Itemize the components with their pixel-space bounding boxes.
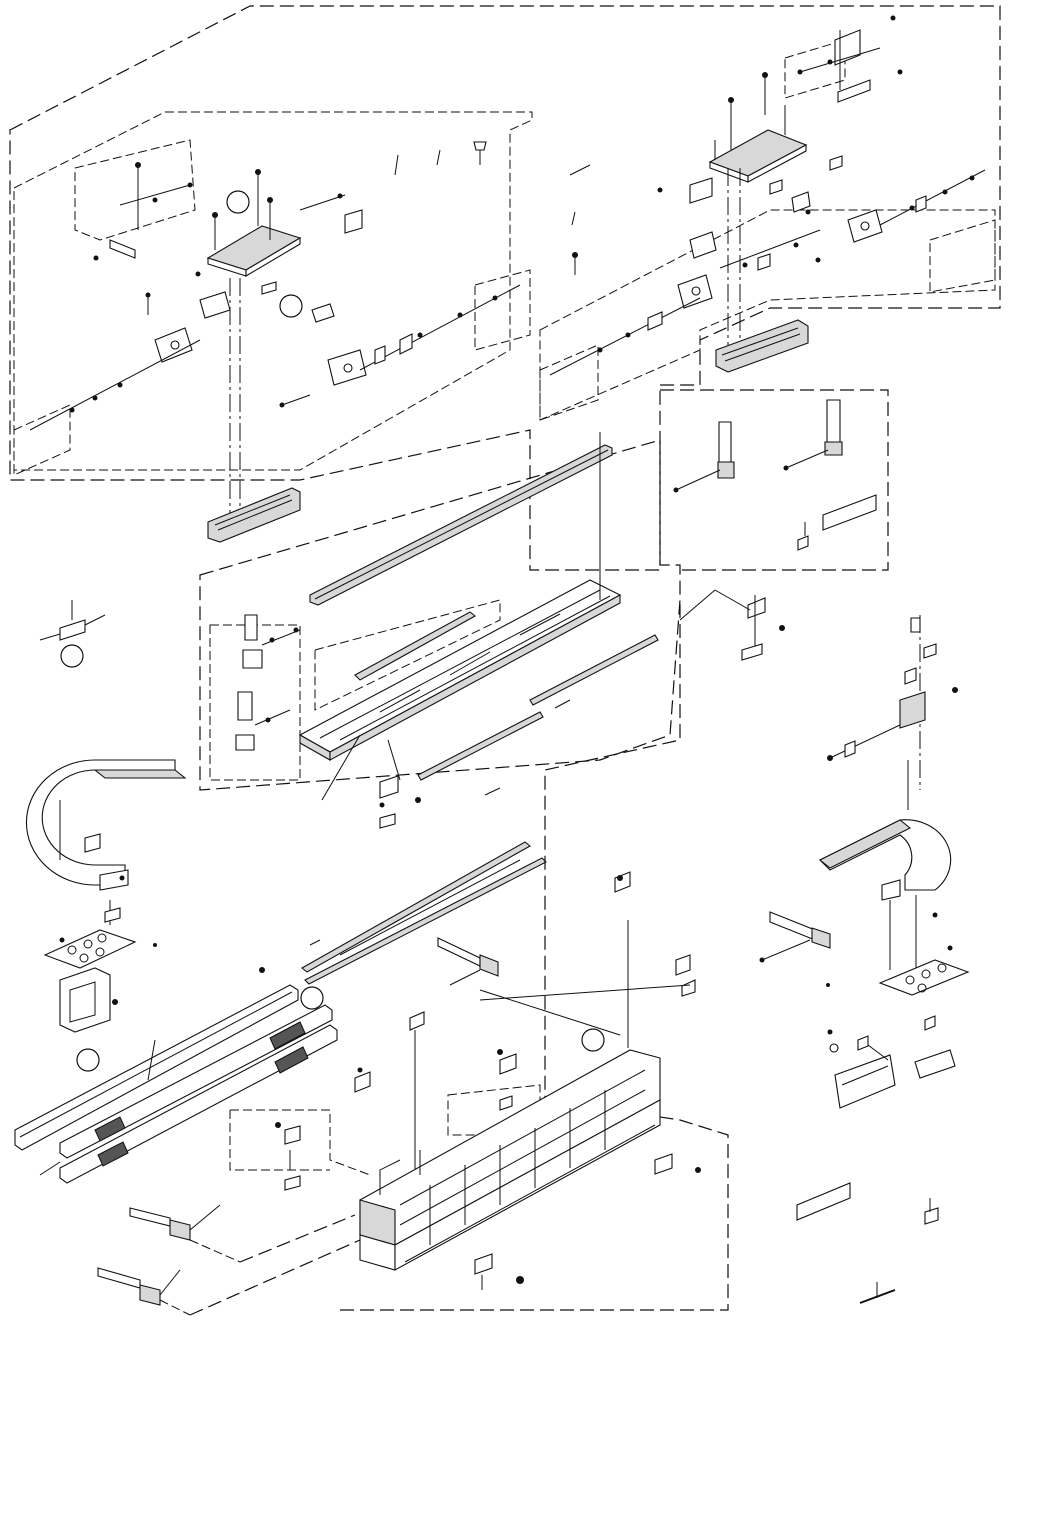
rail-strip-top [302, 842, 530, 972]
rail-strip-bottom [305, 858, 546, 984]
carriage-tray-right [716, 320, 808, 372]
label-plate [823, 495, 876, 530]
bolt-right [770, 912, 815, 940]
connector-board [835, 1055, 895, 1108]
reference-circle [582, 1029, 604, 1051]
left-cable-chain [26, 760, 185, 1071]
reference-circle [61, 645, 83, 667]
guide-strip-c [418, 712, 543, 780]
mount-plate-left [45, 930, 135, 968]
reference-circle [280, 295, 302, 317]
sensor-left [60, 620, 85, 640]
chain-bracket-left [60, 968, 110, 1032]
bolt-lower-a [130, 1208, 170, 1226]
reference-circle [77, 1049, 99, 1071]
cable-chain-left [26, 760, 175, 885]
reference-circle [227, 191, 249, 213]
reference-circle [301, 987, 323, 1009]
guide-rail-group [15, 842, 546, 1315]
label-plate-lower [797, 1183, 850, 1220]
upper-right-carriage-group [540, 16, 995, 421]
main-beam [300, 580, 620, 752]
guide-strip-b [530, 635, 658, 705]
right-cable-chain [760, 820, 969, 1108]
lower-base-frame-group [190, 600, 938, 1315]
right-bolt-group [660, 390, 958, 810]
bolt-lower-b [98, 1268, 140, 1288]
